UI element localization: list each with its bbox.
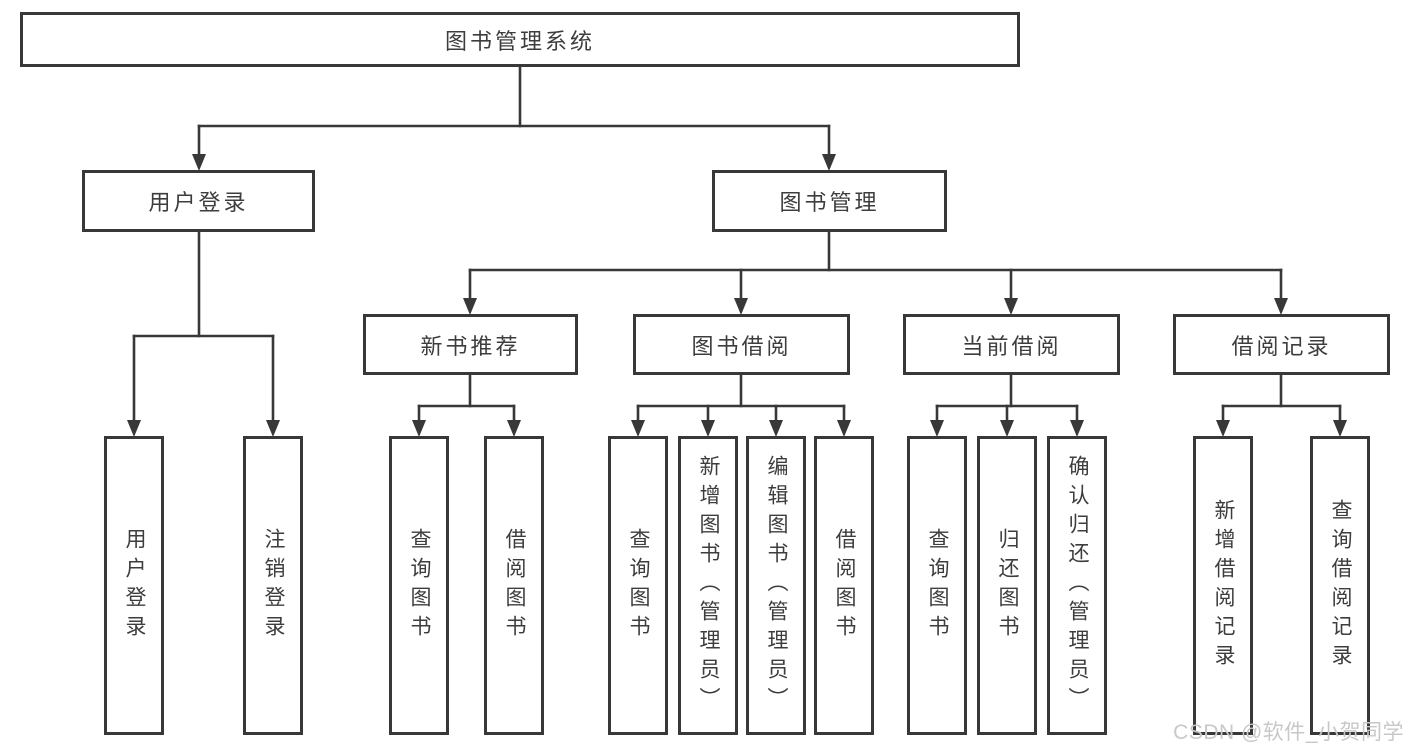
arrowhead-icon (631, 420, 645, 437)
connector-book-management-children (463, 229, 1288, 315)
leaf-query-books-recommend: 查询图书 (389, 436, 449, 735)
leaf-query-borrow-record: 查询借阅记录 (1310, 436, 1370, 735)
leaf-query-books-borrow: 查询图书 (608, 436, 668, 735)
arrowhead-icon (1274, 298, 1288, 315)
node-borrow-records: 借阅记录 (1173, 314, 1390, 375)
arrowhead-icon (701, 420, 715, 437)
csdn-watermark: CSDN @软件_小贺同学 (1173, 721, 1404, 744)
node-current-borrow: 当前借阅 (903, 314, 1120, 375)
arrowhead-icon (127, 420, 141, 437)
node-book-borrow: 图书借阅 (633, 314, 850, 375)
arrowhead-icon (266, 420, 280, 437)
node-user-login: 用户登录 (82, 170, 315, 232)
leaf-add-borrow-record: 新增借阅记录 (1193, 436, 1253, 735)
connector-current-borrow-children (930, 372, 1084, 437)
connector-book-borrow-children (631, 372, 851, 437)
arrowhead-icon (463, 298, 477, 315)
leaf-query-books-current: 查询图书 (907, 436, 967, 735)
arrowhead-icon (837, 420, 851, 437)
arrowhead-icon (930, 420, 944, 437)
arrowhead-icon (1000, 420, 1014, 437)
leaf-confirm-return-admin: 确认归还（管理员） (1047, 436, 1107, 735)
arrowhead-icon (1004, 298, 1018, 315)
connector-borrow-records-children (1216, 372, 1347, 437)
arrowhead-icon (1216, 420, 1230, 437)
arrowhead-icon (412, 420, 426, 437)
arrowhead-icon (769, 420, 783, 437)
leaf-add-books-admin: 新增图书（管理员） (678, 436, 738, 735)
arrowhead-icon (507, 420, 521, 437)
leaf-borrow-books-recommend: 借阅图书 (484, 436, 544, 735)
leaf-user-login: 用户登录 (104, 436, 164, 735)
node-new-book-recommend: 新书推荐 (363, 314, 578, 375)
leaf-borrow-books-borrow: 借阅图书 (814, 436, 874, 735)
arrowhead-icon (1333, 420, 1347, 437)
node-book-management: 图书管理 (712, 170, 947, 232)
arrowhead-icon (1070, 420, 1084, 437)
arrowhead-icon (822, 154, 836, 171)
connector-root-to-level2 (192, 63, 836, 171)
leaf-logout: 注销登录 (243, 436, 303, 735)
leaf-return-books: 归还图书 (977, 436, 1037, 735)
connector-new-book-children (412, 372, 521, 437)
arrowhead-icon (192, 154, 206, 171)
leaf-edit-books-admin: 编辑图书（管理员） (746, 436, 806, 735)
node-root: 图书管理系统 (20, 12, 1020, 67)
arrowhead-icon (734, 298, 748, 315)
connector-user-login-children (127, 229, 280, 437)
